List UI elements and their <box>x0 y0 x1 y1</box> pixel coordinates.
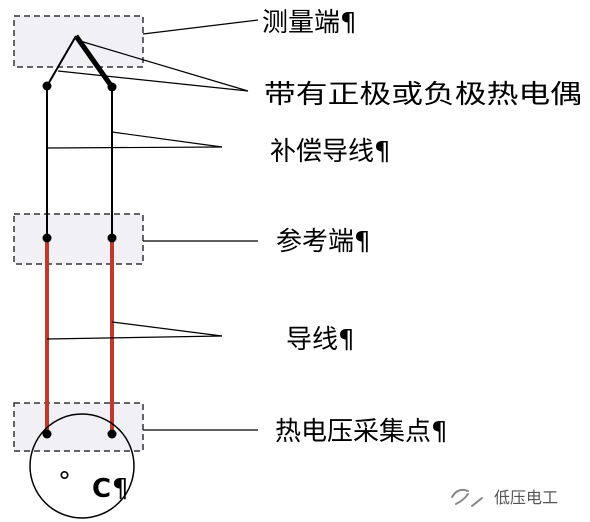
junction-dot <box>42 81 52 91</box>
junction-dot <box>107 429 117 439</box>
junction-dot <box>42 233 52 243</box>
leader-thermocouple-2 <box>79 40 249 92</box>
voltage-point-box <box>13 402 144 452</box>
label-measuring-end: 测量端¶ <box>262 8 357 38</box>
meter-celsius-pilcrow: ¶ <box>112 474 129 504</box>
thermocouple-left-leg <box>46 35 77 87</box>
watermark-text: 低压电工 <box>494 488 558 507</box>
label-compensation-wire: 补偿导线¶ <box>270 137 391 167</box>
junction-dot <box>107 82 117 92</box>
meter-celsius-c: C <box>92 474 111 504</box>
watermark-logo-icon <box>451 488 483 507</box>
meter-circle <box>29 413 135 519</box>
leader-wire-2 <box>111 321 223 337</box>
watermark: 低压电工 <box>451 488 558 507</box>
label-reference-end: 参考端¶ <box>276 227 371 257</box>
label-thermocouple: 带有正极或负极热电偶 <box>264 80 582 110</box>
leader-measuring-end <box>142 19 259 35</box>
junction-dot <box>107 233 117 243</box>
meter-degree-symbol: ° <box>58 467 71 497</box>
leader-compensation-1 <box>46 146 223 149</box>
leader-thermocouple-1 <box>57 70 249 92</box>
thermocouple-right-leg <box>73 34 115 89</box>
leader-compensation-2 <box>111 131 223 148</box>
reference-end-box <box>13 213 144 265</box>
junction-dot <box>42 429 52 439</box>
leader-wire-1 <box>46 335 223 340</box>
label-voltage-point: 热电压采集点¶ <box>275 417 448 447</box>
label-wire: 导线¶ <box>286 325 355 355</box>
